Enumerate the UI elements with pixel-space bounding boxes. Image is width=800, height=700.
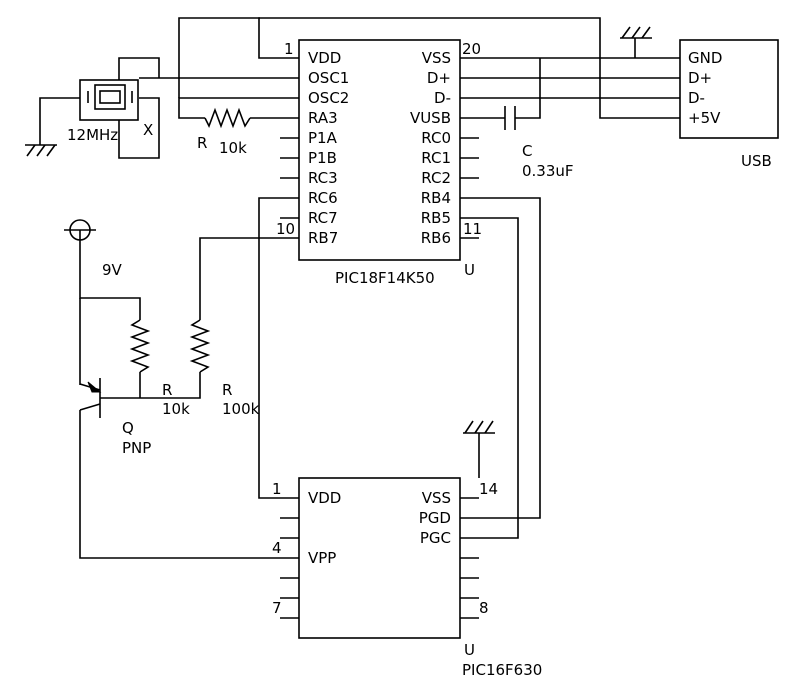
usb-pin-label: GND: [688, 49, 722, 67]
u1-pin-number: 10: [276, 220, 295, 238]
ic-pic16f630: VDD VPP VSS PGD PGC 1 4 7 14 8 U PIC16F6…: [272, 420, 542, 679]
usb-name: USB: [741, 152, 772, 170]
u1-pin-label: P1A: [308, 129, 338, 147]
ic-pic18f14k50: VDD OSC1 OSC2 RA3 P1A P1B RC3 RC6 RC7 RB…: [276, 39, 482, 287]
u1-pin-label: RC2: [421, 169, 451, 187]
supply-label: 9V: [102, 261, 123, 279]
u2-pin-number: 4: [272, 539, 282, 557]
u1-pin-label: OSC2: [308, 89, 349, 107]
resistor-pull-value: 100k: [222, 400, 260, 418]
u1-pin-label: OSC1: [308, 69, 349, 87]
u1-pin-label: RC7: [308, 209, 338, 227]
u2-pin-label: VSS: [422, 489, 451, 507]
ic-u2-body: [298, 477, 461, 639]
u1-pin-label: VSS: [422, 49, 451, 67]
u2-pin-label: VPP: [308, 549, 336, 567]
usb-pin-label: D-: [688, 89, 705, 107]
u2-pin-number: 8: [479, 599, 489, 617]
resistor-ra3-ref: R: [197, 134, 207, 152]
resistor-pull: R 100k: [189, 319, 260, 418]
capacitor-c: C 0.33uF: [504, 106, 574, 180]
u1-pin-label: RB4: [421, 189, 451, 207]
u2-ref: U: [464, 641, 475, 659]
u2-pin-number: 14: [479, 480, 498, 498]
ground-symbol: [25, 144, 57, 157]
transistor-ref: Q: [122, 419, 134, 437]
resistor-base-value: 10k: [162, 400, 190, 418]
usb-pin-label: +5V: [688, 109, 721, 127]
resistor-ra3-value: 10k: [219, 139, 247, 157]
resistor-base-ref: R: [162, 381, 172, 399]
u1-pin-label: RC6: [308, 189, 338, 207]
u2-pin-number: 1: [272, 480, 282, 498]
u1-part-number: PIC18F14K50: [335, 269, 435, 287]
resistor-ra3: R 10k: [197, 107, 251, 157]
wires-lower: [79, 197, 541, 559]
u1-pin-label: RB5: [421, 209, 451, 227]
crystal-body: [79, 79, 139, 121]
transistor-type: PNP: [122, 439, 151, 457]
usb-connector: GND D+ D- +5V USB: [620, 26, 779, 170]
u1-pin-label: D+: [427, 69, 451, 87]
wires-top: [139, 17, 680, 119]
u1-pin-label: RB6: [421, 229, 451, 247]
crystal-x: 12MHz X: [25, 57, 160, 159]
u1-pin-label: P1B: [308, 149, 337, 167]
crystal-ref: X: [143, 121, 153, 139]
capacitor-ref: C: [522, 142, 532, 160]
usb-body: [679, 39, 779, 139]
u2-part-number: PIC16F630: [462, 661, 542, 679]
u1-pin-label: VDD: [308, 49, 341, 67]
u2-pin-number: 7: [272, 599, 282, 617]
u1-pin-label: D-: [434, 89, 451, 107]
u1-pin-label: RC3: [308, 169, 338, 187]
ground-symbol: [463, 420, 495, 478]
transistor-pnp: Q PNP: [79, 378, 151, 457]
u1-pin-number: 11: [463, 220, 482, 238]
usb-pin-label: D+: [688, 69, 712, 87]
ground-symbol: [620, 26, 652, 58]
resistor-base: R 10k: [129, 319, 190, 418]
u1-pin-number: 20: [462, 40, 481, 58]
crystal-freq: 12MHz: [67, 126, 118, 144]
u1-pin-label: RA3: [308, 109, 338, 127]
u2-pin-label: VDD: [308, 489, 341, 507]
ic-u1-right-stubs: [460, 57, 479, 239]
ic-u2-right-stubs: [460, 497, 479, 619]
u2-pin-label: PGD: [419, 509, 451, 527]
u1-pin-label: RC1: [421, 149, 451, 167]
u1-pin-label: RC0: [421, 129, 451, 147]
u2-pin-label: PGC: [420, 529, 451, 547]
ic-u1-left-stubs: [280, 57, 299, 239]
u1-pin-number: 1: [284, 40, 294, 58]
resistor-pull-ref: R: [222, 381, 232, 399]
supply-9v: 9V: [64, 219, 123, 279]
ic-u2-left-stubs: [280, 497, 299, 619]
u1-pin-label: RB7: [308, 229, 338, 247]
u1-ref: U: [464, 261, 475, 279]
ic-u1-body: [298, 39, 461, 261]
capacitor-value: 0.33uF: [522, 162, 574, 180]
u1-pin-label: VUSB: [410, 109, 451, 127]
